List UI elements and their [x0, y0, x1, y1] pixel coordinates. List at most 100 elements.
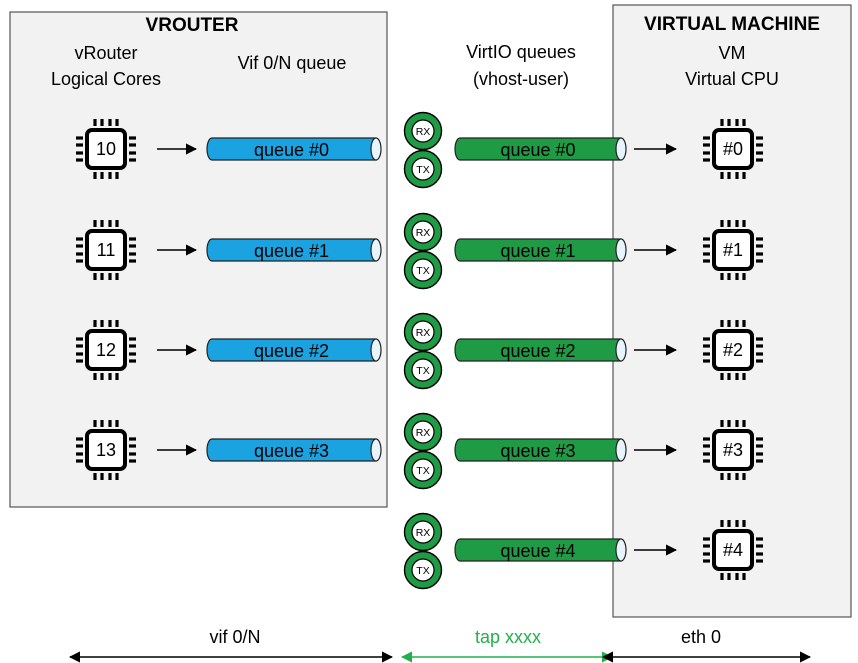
queue-label: queue #0 [500, 140, 575, 160]
chip-label: 12 [96, 340, 116, 360]
ring-label: TX [416, 465, 429, 477]
vrouter-core-chip: 12 [76, 320, 136, 380]
queue-label: queue #1 [254, 241, 329, 261]
vif-queue: queue #1 [206, 238, 382, 262]
queue-pipe-end [615, 438, 627, 462]
ring-label: RX [416, 327, 431, 339]
cores-header-line1: vRouter [74, 43, 137, 63]
queue-pipe [206, 438, 377, 462]
ring-label: TX [416, 164, 429, 176]
queue-pipe-end [370, 238, 382, 262]
chip-body [712, 429, 754, 471]
chip-label: #4 [723, 540, 743, 560]
vm-cpu-chip: #1 [703, 220, 763, 280]
vrouter-core-chip: 10 [76, 119, 136, 179]
vm-cpu-chip: #4 [703, 520, 763, 580]
queue-pipe [454, 137, 622, 161]
queue-label: queue #2 [500, 341, 575, 361]
virtio-queue: queue #4 [454, 538, 627, 562]
rx-ring: RX [403, 212, 443, 252]
queue-label: queue #2 [254, 341, 329, 361]
chip-body [85, 128, 127, 170]
chip-label: 11 [97, 240, 116, 260]
chip-label: #3 [723, 440, 743, 460]
tx-ring: TX [403, 250, 443, 290]
rx-ring: RX [403, 312, 443, 352]
queue-label: queue #1 [500, 241, 575, 261]
queue-pipe-end [370, 137, 382, 161]
cores-header-line2: Logical Cores [51, 69, 161, 89]
tap-label: tap xxxx [475, 627, 541, 647]
tx-ring: TX [403, 550, 443, 590]
vm-cpu-chip: #2 [703, 320, 763, 380]
ring-label: TX [416, 265, 429, 277]
chip-body [712, 329, 754, 371]
queue-pipe [206, 238, 377, 262]
vif-queue: queue #0 [206, 137, 382, 161]
ring-inner [411, 558, 435, 582]
virtio-queue: queue #1 [454, 238, 627, 262]
virtio-header-line1: VirtIO queues [466, 42, 576, 62]
vif-queue: queue #2 [206, 338, 382, 362]
chip-label: #2 [723, 340, 743, 360]
ring-inner [411, 420, 435, 444]
rx-ring: RX [403, 111, 443, 151]
chip-label: 10 [96, 139, 116, 159]
virtio-header-line2: (vhost-user) [473, 69, 569, 89]
queue-label: queue #3 [254, 441, 329, 461]
chip-label: #0 [723, 139, 743, 159]
queue-label: queue #4 [500, 541, 575, 561]
tx-ring: TX [403, 450, 443, 490]
virtio-queue: queue #3 [454, 438, 627, 462]
rx-ring: RX [403, 512, 443, 552]
ring-inner [411, 220, 435, 244]
vrouter-title: VROUTER [146, 15, 239, 36]
eth-label: eth 0 [681, 627, 721, 647]
queue-pipe [454, 338, 622, 362]
vif-queue: queue #3 [206, 438, 382, 462]
tx-ring: TX [403, 350, 443, 390]
chip-body [712, 529, 754, 571]
ring-inner [411, 157, 435, 181]
chip-body [85, 329, 127, 371]
ring-inner [411, 358, 435, 382]
chip-label: #1 [723, 240, 743, 260]
queue-pipe-end [615, 137, 627, 161]
virtio-queue: queue #0 [454, 137, 627, 161]
queue-pipe [206, 137, 377, 161]
queue-pipe-end [370, 338, 382, 362]
chip-label: 13 [96, 440, 116, 460]
ring-inner [411, 520, 435, 544]
vm-panel [612, 4, 852, 618]
vm-cpu-chip: #3 [703, 420, 763, 480]
ring-label: RX [416, 126, 431, 138]
vif-queue-header: Vif 0/N queue [238, 53, 347, 73]
chip-body [712, 229, 754, 271]
queue-pipe-end [615, 238, 627, 262]
queue-pipe-end [615, 338, 627, 362]
queue-label: queue #3 [500, 441, 575, 461]
ring-inner [411, 458, 435, 482]
ring-label: RX [416, 527, 431, 539]
ring-label: RX [416, 427, 431, 439]
rx-ring: RX [403, 412, 443, 452]
ring-inner [411, 119, 435, 143]
queue-pipe [454, 238, 622, 262]
chip-body [85, 429, 127, 471]
ring-inner [411, 320, 435, 344]
vrouter-core-chip: 11 [76, 220, 136, 280]
queue-pipe-end [370, 438, 382, 462]
vrouter-core-chip: 13 [76, 420, 136, 480]
queue-label: queue #0 [254, 140, 329, 160]
ring-inner [411, 258, 435, 282]
vif-label: vif 0/N [209, 627, 260, 647]
vm-title: VIRTUAL MACHINE [644, 14, 820, 35]
queue-pipe [206, 338, 377, 362]
ring-label: TX [416, 565, 429, 577]
ring-label: RX [416, 227, 431, 239]
vm-cpu-chip: #0 [703, 119, 763, 179]
ring-label: TX [416, 365, 429, 377]
queue-pipe-end [615, 538, 627, 562]
queue-pipe [454, 438, 622, 462]
